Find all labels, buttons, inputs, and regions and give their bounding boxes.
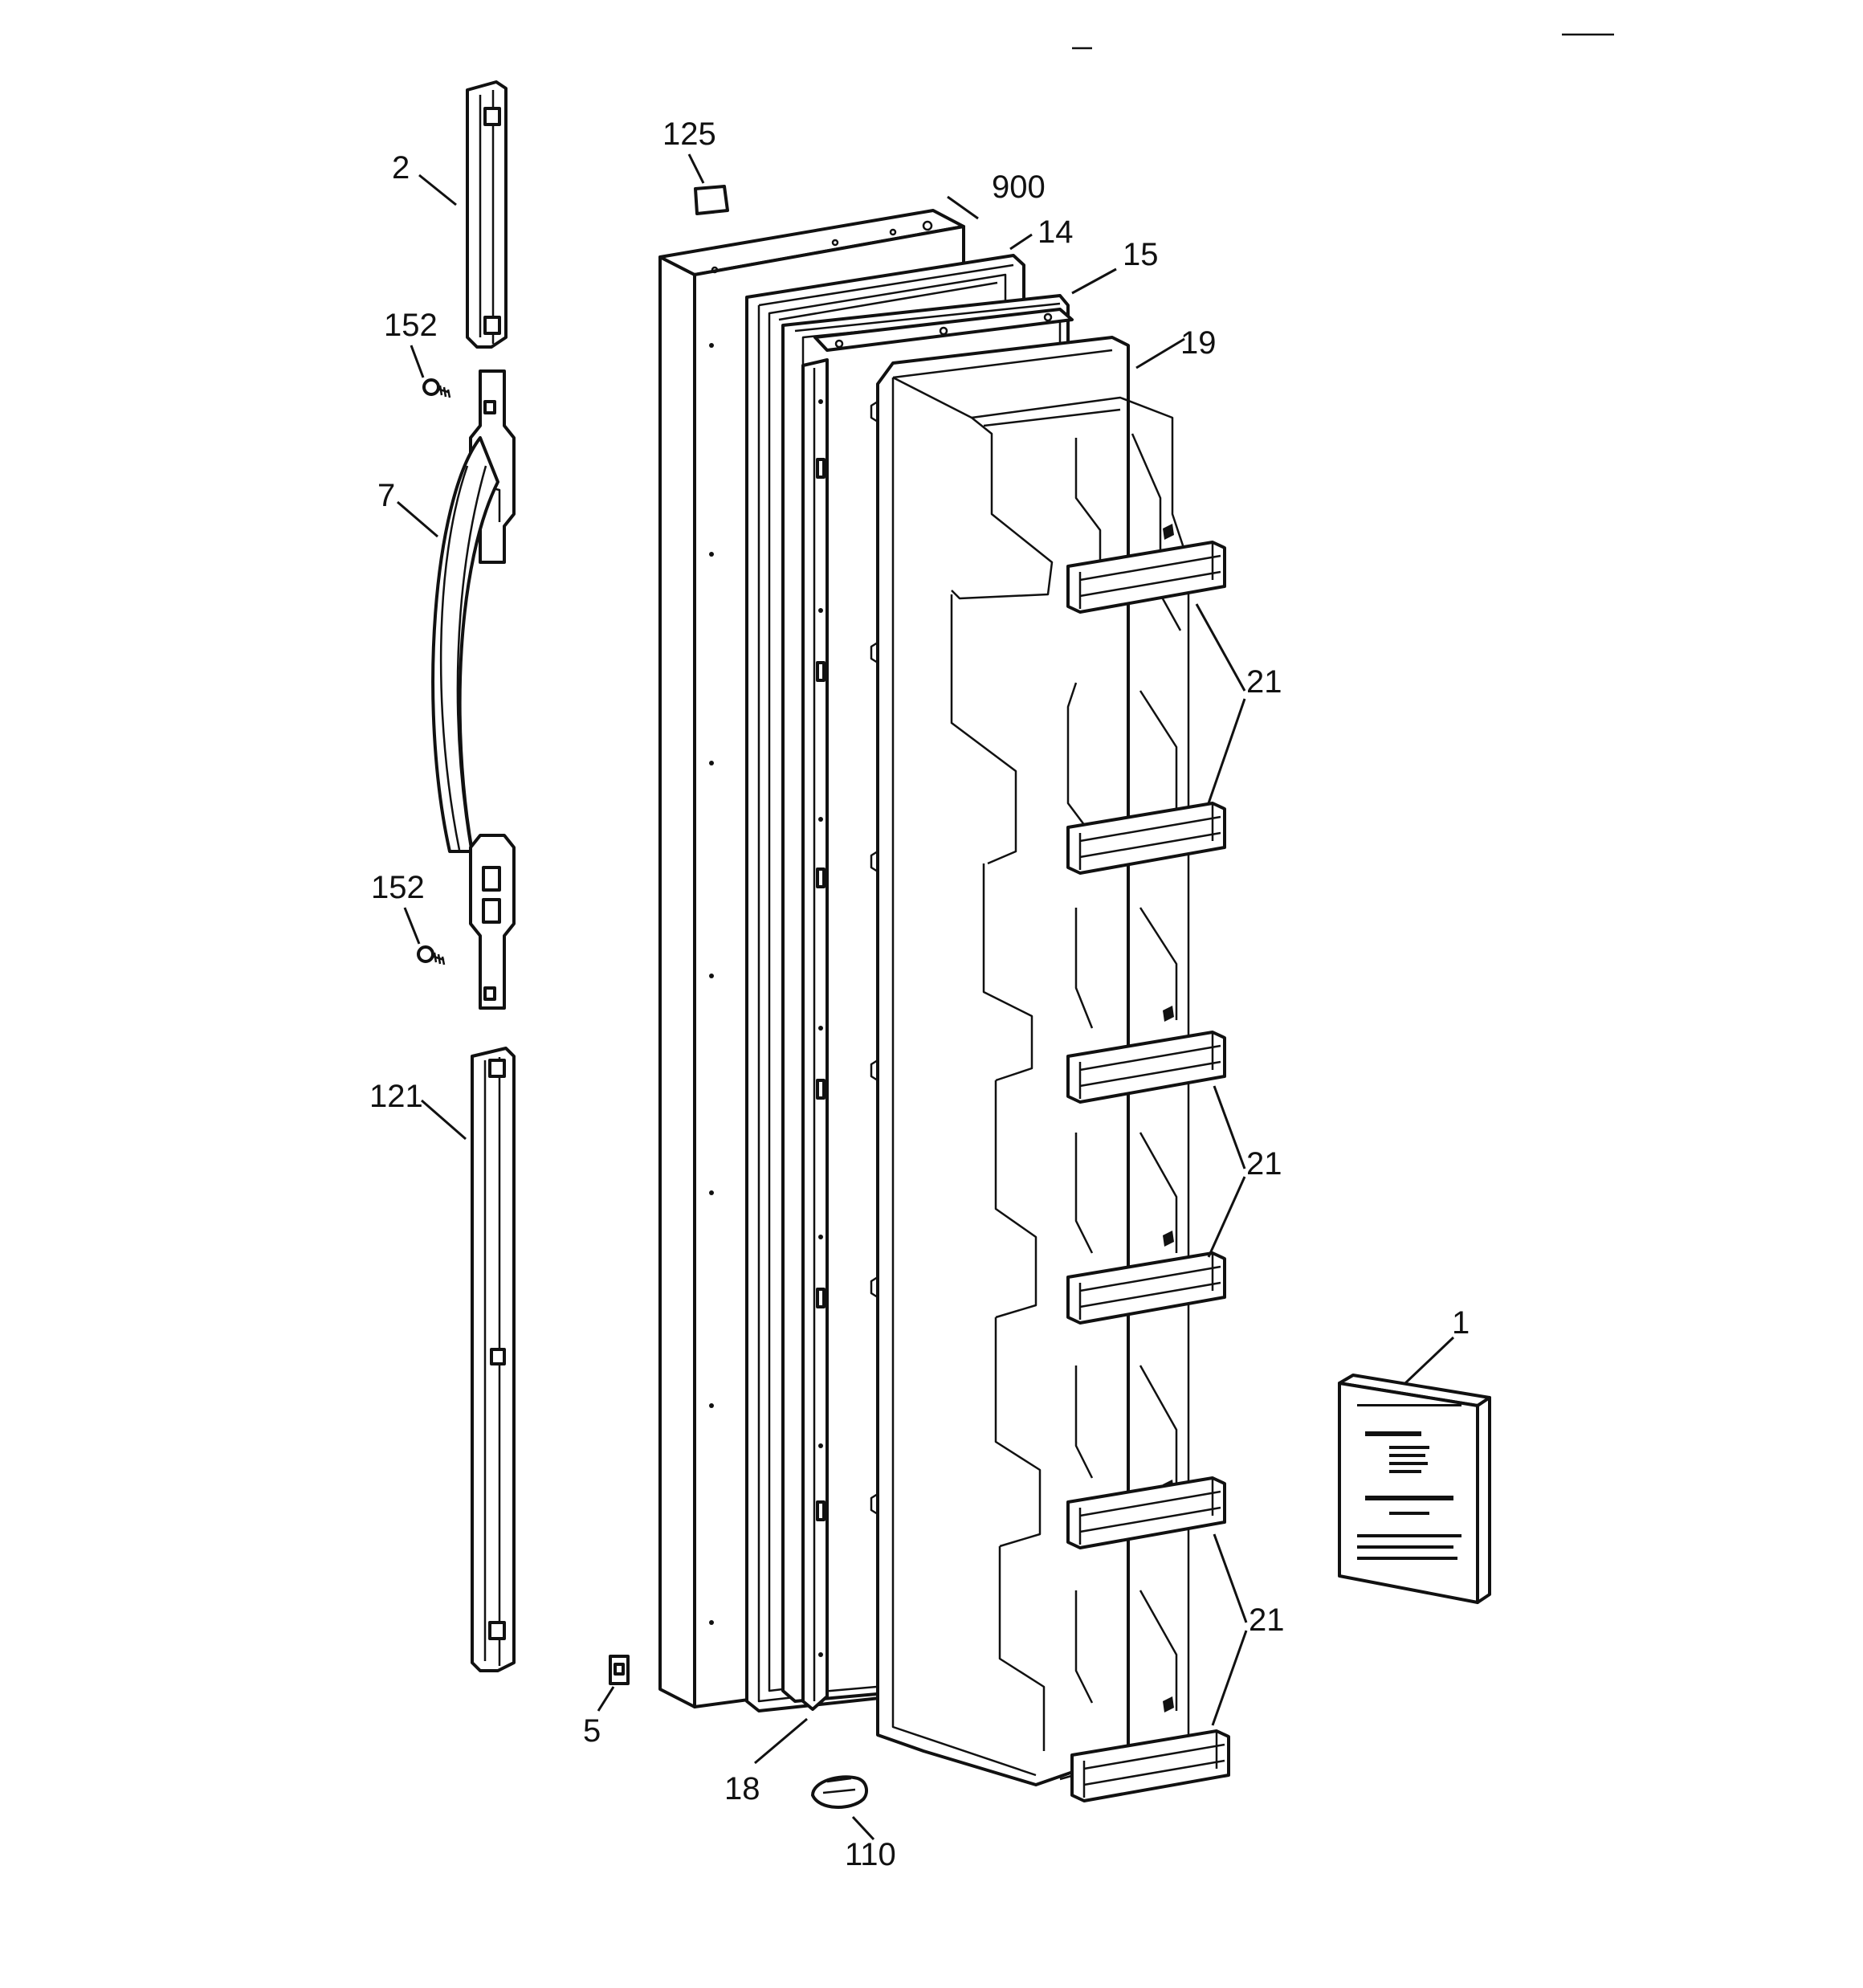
shelf-bar [1066,802,1226,875]
shelf-bar [1070,1729,1230,1802]
part-label-21-a: 21 [1246,664,1282,700]
leader-line [687,153,705,184]
leader-line [403,907,421,945]
part-label-152-bottom: 152 [371,870,425,905]
handle-bottom-trim [471,1047,516,1672]
vertical-strip [801,358,829,1711]
leader-line [397,500,438,538]
part-label-152-top: 152 [384,308,438,343]
part-label-5: 5 [583,1713,601,1749]
leader-line [418,173,457,206]
screw-bottom [417,945,446,965]
part-label-21-c: 21 [1249,1602,1285,1638]
part-label-1: 1 [1452,1305,1470,1341]
part-label-125: 125 [662,116,716,152]
screw-top [422,378,451,398]
leader-line [947,195,979,220]
leader-line [1213,1533,1248,1623]
leader-line [754,1717,808,1765]
leader-line [597,1686,615,1712]
leader-line [421,1099,467,1141]
leader-line [1211,1630,1248,1726]
part-label-900: 900 [992,169,1046,205]
leader-line [1071,267,1117,295]
door-handle [431,369,516,1010]
part-label-21-b: 21 [1246,1146,1282,1182]
part-label-7: 7 [377,478,395,513]
leader-line [1404,1336,1455,1385]
leader-line [1213,1085,1246,1170]
part-label-14: 14 [1037,214,1074,250]
part-label-121: 121 [369,1079,423,1114]
leader-line [1207,1176,1246,1258]
leader-line [851,1815,875,1841]
cap [694,185,729,215]
leader-line [1009,233,1033,251]
handle-top-trim [466,80,508,349]
leader-line [1207,698,1246,804]
part-label-15: 15 [1123,237,1159,272]
leader-line [1195,603,1246,692]
part-label-2: 2 [392,150,410,186]
hinge-cam [811,1775,869,1809]
shelf-bar [1066,1251,1226,1325]
part-label-19: 19 [1180,325,1217,361]
leader-line [1135,337,1185,369]
part-label-18: 18 [724,1771,760,1806]
shelf-bar [1066,541,1226,614]
leader-line [410,345,425,378]
plug [609,1655,630,1685]
shelf-bar [1066,1476,1226,1549]
inner-door-liner [870,336,1190,1786]
shelf-bar [1066,1031,1226,1104]
part-label-110: 110 [845,1837,896,1872]
owner-manual-booklet [1338,1374,1491,1604]
